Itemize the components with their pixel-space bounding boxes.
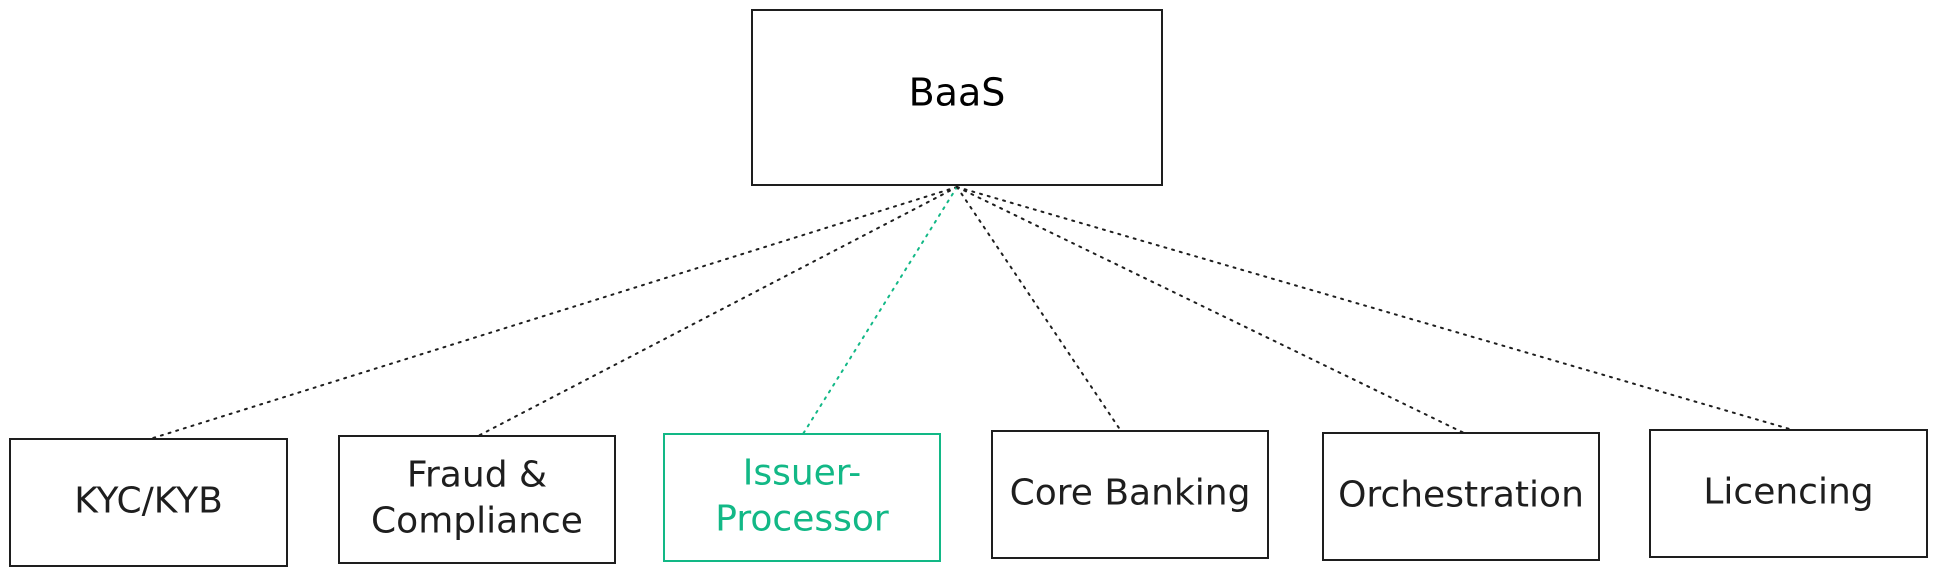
child-node-box-licencing <box>1649 429 1928 558</box>
connector-licencing <box>956 186 1794 431</box>
child-node-core[interactable]: Core Banking <box>991 430 1269 559</box>
child-node-licencing[interactable]: Licencing <box>1649 429 1928 558</box>
connector-issuer <box>802 186 958 435</box>
child-node-label-core: Core Banking <box>1010 473 1251 514</box>
connector-kyc <box>149 186 958 440</box>
child-node-box-core <box>991 430 1269 559</box>
root-node[interactable]: BaaS <box>751 9 1163 186</box>
child-node-box-orchestration <box>1322 432 1600 561</box>
child-node-label-fraud: Compliance <box>371 501 583 542</box>
child-node-label-issuer: Processor <box>715 499 889 540</box>
connector-orchestration <box>956 186 1465 434</box>
child-node-box-fraud <box>338 435 616 564</box>
child-node-label-licencing: Licencing <box>1703 472 1873 513</box>
child-node-box-kyc <box>9 438 288 567</box>
root-node-label: BaaS <box>909 71 1006 115</box>
child-node-label-orchestration: Orchestration <box>1338 475 1584 516</box>
child-nodes: KYC/KYB Fraud & Compliance Issuer- Processor… <box>9 429 1928 567</box>
root-node-box <box>751 9 1163 186</box>
connector-fraud <box>477 186 958 437</box>
connector-core <box>956 186 1122 432</box>
child-node-label-kyc: KYC/KYB <box>74 481 223 522</box>
child-node-orchestration[interactable]: Orchestration <box>1322 432 1600 561</box>
child-node-box-issuer <box>663 433 941 562</box>
child-node-issuer[interactable]: Issuer- Processor <box>663 433 941 562</box>
child-node-kyc[interactable]: KYC/KYB <box>9 438 288 567</box>
connectors <box>149 186 1794 440</box>
child-node-fraud[interactable]: Fraud & Compliance <box>338 435 616 564</box>
child-node-label-issuer: Issuer- <box>743 453 862 494</box>
child-node-label-fraud: Fraud & <box>407 455 547 496</box>
